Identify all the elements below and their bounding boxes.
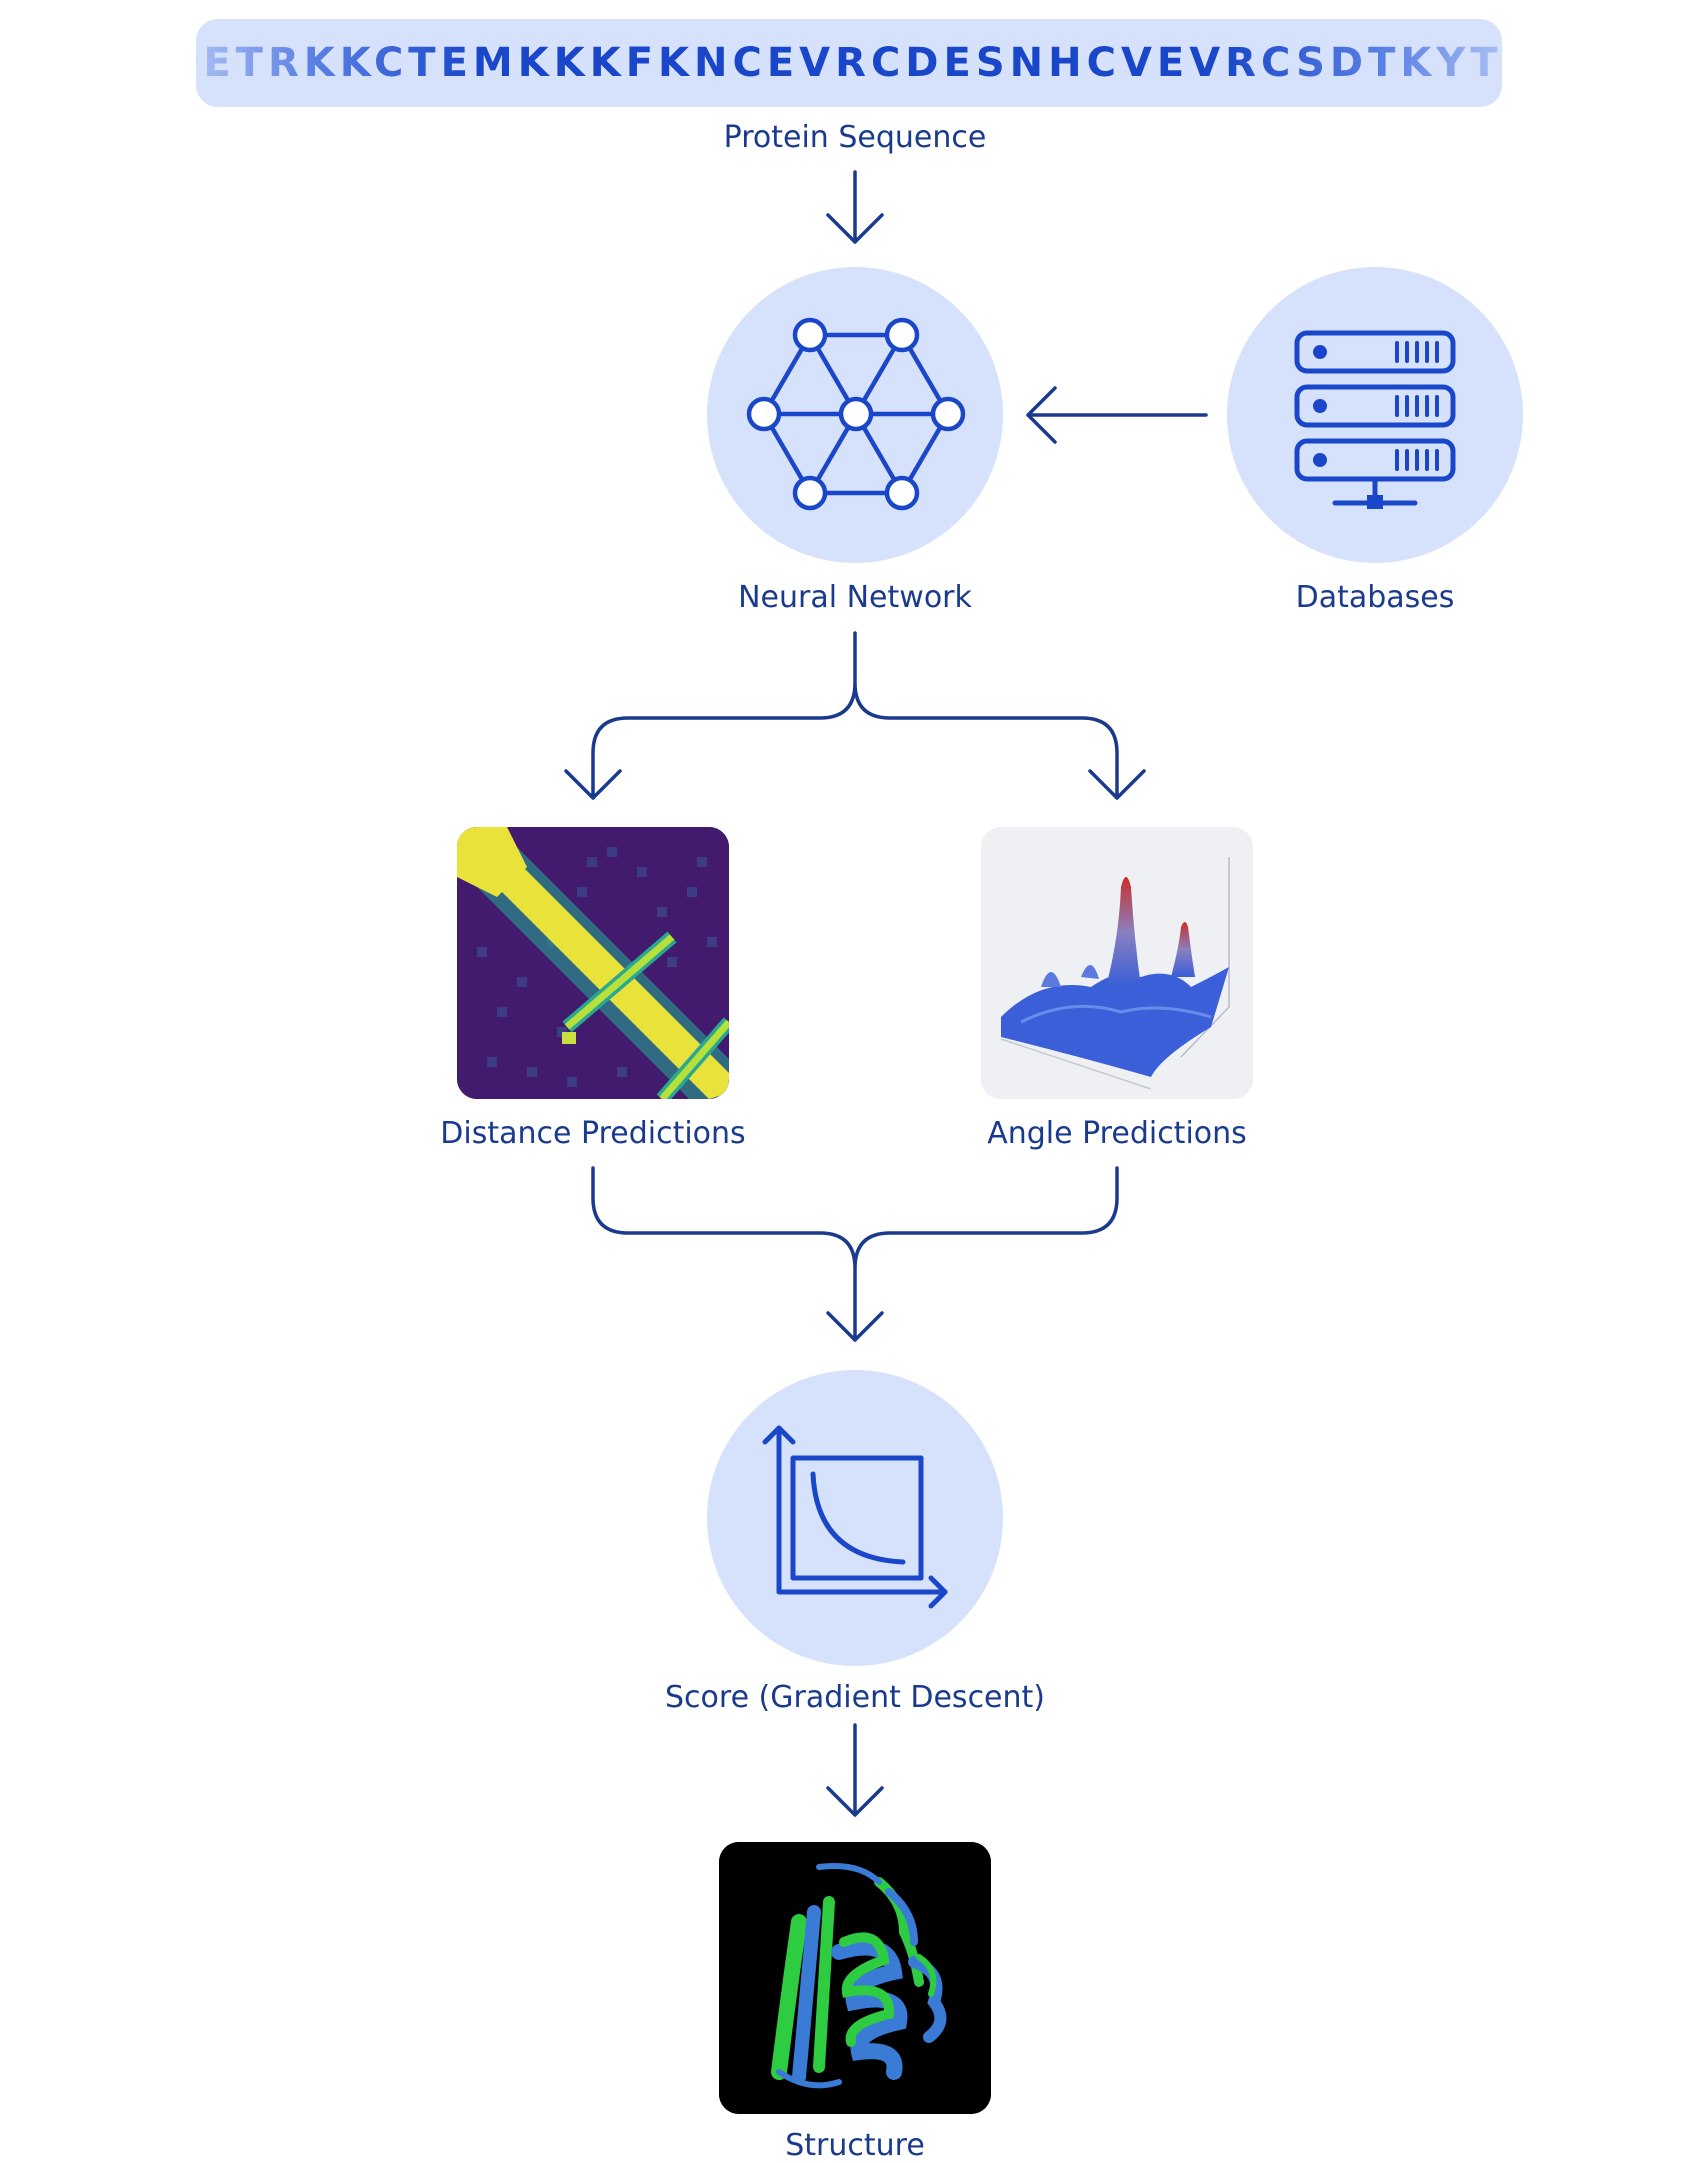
- protein-sequence-label: Protein Sequence: [723, 120, 987, 155]
- score-node: [707, 1370, 1003, 1666]
- structure-label: Structure: [785, 2128, 925, 2163]
- neural-network-icon: [746, 317, 966, 511]
- distance-predictions-label: Distance Predictions: [440, 1116, 746, 1151]
- sequence-bar: SQETRKKCTEMKKKFKNCEVRCDESNHCVEVRCSDTKYTL…: [196, 19, 1502, 107]
- connector-network-split: [564, 631, 1146, 800]
- distance-predictions-tile: [457, 827, 729, 1099]
- structure-tile: [719, 1842, 991, 2114]
- distance-map-image: [457, 827, 729, 1099]
- databases-label: Databases: [1295, 580, 1455, 615]
- arrow-score-to-structure: [826, 1723, 884, 1817]
- protein-sequence-text: SQETRKKCTEMKKKFKNCEVRCDESNHCVEVRCSDTKYTL…: [196, 40, 1502, 86]
- angle-surface-plot-image: [981, 827, 1253, 1099]
- arrow-databases-to-network: [1026, 386, 1208, 444]
- arrow-sequence-to-network: [826, 170, 884, 244]
- connector-predictions-merge: [591, 1166, 1119, 1342]
- databases-node: [1227, 267, 1523, 563]
- protein-structure-image: [719, 1842, 991, 2114]
- neural-network-node: [707, 267, 1003, 563]
- neural-network-label: Neural Network: [738, 580, 972, 615]
- gradient-descent-curve-icon: [762, 1425, 948, 1609]
- score-label: Score (Gradient Descent): [665, 1680, 1045, 1715]
- angle-predictions-label: Angle Predictions: [987, 1116, 1247, 1151]
- angle-predictions-tile: [981, 827, 1253, 1099]
- database-server-icon: [1294, 330, 1456, 509]
